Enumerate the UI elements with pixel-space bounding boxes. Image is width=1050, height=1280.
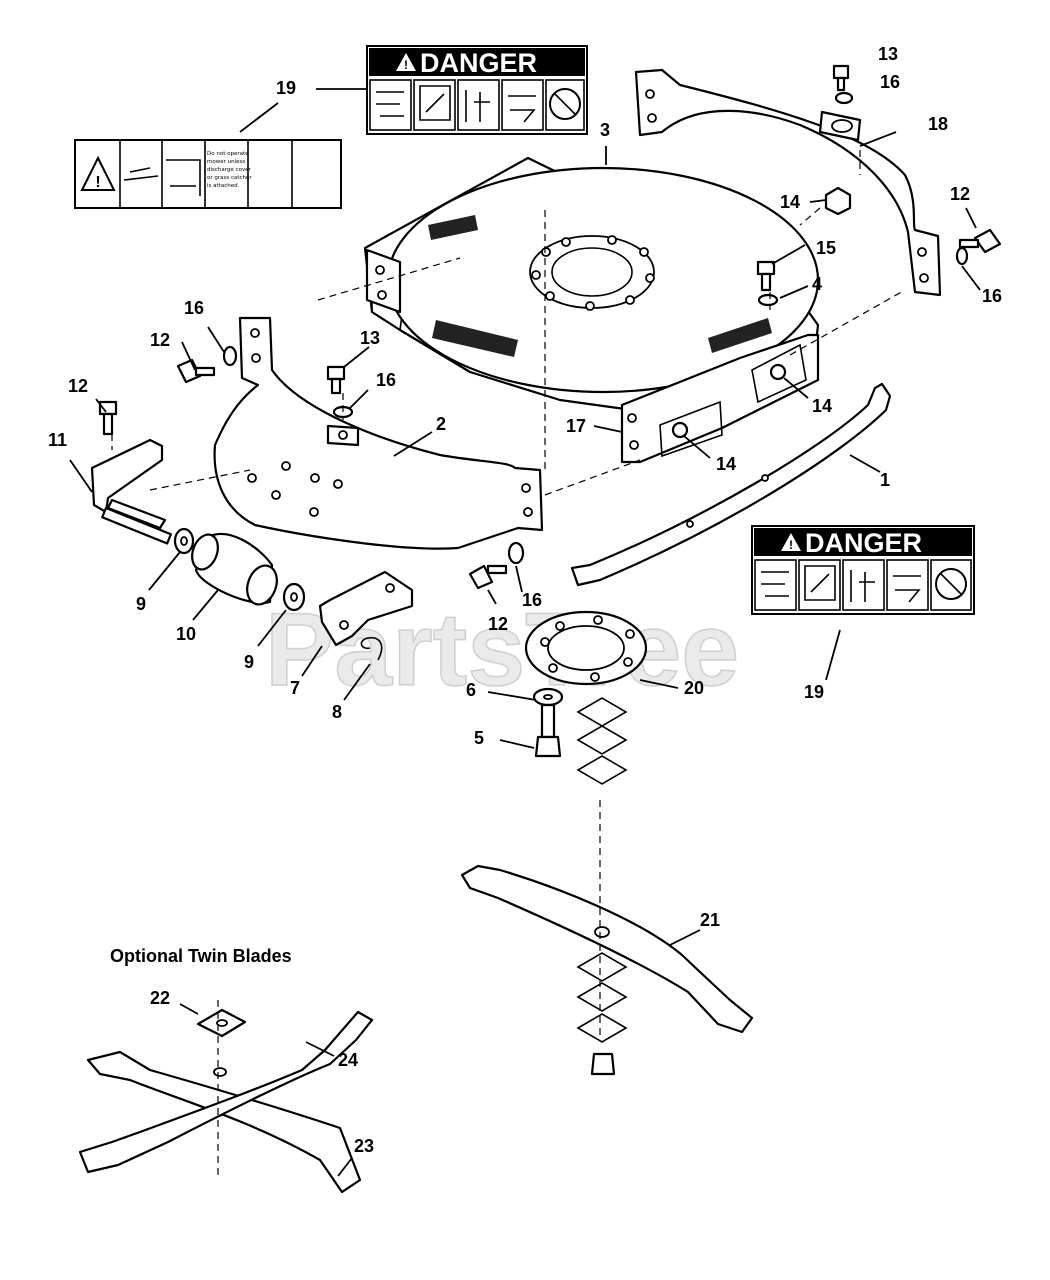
callout-14-c: 14 (716, 454, 736, 474)
roller-bracket-part-7 (318, 570, 414, 647)
callout-12-b: 12 (150, 330, 170, 350)
callout-16-e: 16 (522, 590, 542, 610)
callout-12-a: 12 (68, 376, 88, 396)
danger-decal-right: ! DANGER (751, 525, 975, 615)
callout-10: 10 (176, 624, 196, 644)
callout-16-a: 16 (880, 72, 900, 92)
callout-9-a: 9 (136, 594, 146, 614)
callout-24: 24 (338, 1050, 358, 1070)
deck-housing-part-3 (363, 156, 820, 464)
decal-line-5: is attached. (207, 183, 240, 189)
callout-6: 6 (466, 680, 476, 700)
callout-3: 3 (600, 120, 610, 140)
callout-16-d: 16 (376, 370, 396, 390)
callout-12-c: 12 (488, 614, 508, 634)
callout-14-a: 14 (780, 192, 800, 212)
callout-8: 8 (332, 702, 342, 722)
center-plate-part-22 (196, 1008, 247, 1038)
svg-text:!: ! (95, 174, 100, 191)
decal-line-1: Do not operate (207, 151, 249, 157)
callout-12-d: 12 (950, 184, 970, 204)
callout-9-b: 9 (244, 652, 254, 672)
callout-21: 21 (700, 910, 720, 930)
callout-13-a: 13 (360, 328, 380, 348)
alignment-lines (111, 150, 906, 1180)
washer-part-9-b (282, 582, 306, 612)
callout-2: 2 (436, 414, 446, 434)
callout-23: 23 (354, 1136, 374, 1156)
callout-5: 5 (474, 728, 484, 748)
callout-16-c: 16 (184, 298, 204, 318)
danger-decal-top: ! DANGER (366, 45, 588, 135)
callout-20: 20 (684, 678, 704, 698)
lift-bar-part-1 (570, 382, 892, 587)
callout-13-b: 13 (878, 44, 898, 64)
callout-11: 11 (48, 430, 67, 450)
callout-22: 22 (150, 988, 170, 1008)
roller-part-10 (191, 532, 278, 606)
axle-bracket-part-11 (90, 438, 173, 545)
callout-19-b: 19 (804, 682, 824, 702)
leader-lines (69, 88, 981, 1177)
twin-blades-caption: Optional Twin Blades (110, 946, 292, 966)
callout-7: 7 (290, 678, 300, 698)
svg-text:!: ! (789, 538, 793, 552)
decal-line-3: discharge cover (207, 167, 252, 173)
spacer-stack (576, 697, 628, 785)
warning-decal-small: ! Do not operate mower unless discharge … (74, 139, 342, 209)
callout-16-b: 16 (982, 286, 1002, 306)
blade-part-21 (460, 864, 754, 1034)
danger-title-2: DANGER (805, 528, 922, 558)
blade-adapter-part-20 (524, 610, 648, 686)
callout-14-b: 14 (812, 396, 832, 416)
hairpin-part-8 (360, 636, 383, 661)
hardware (98, 64, 1002, 590)
washer-part-9-a (173, 527, 195, 555)
callout-1: 1 (880, 470, 890, 490)
svg-text:!: ! (404, 58, 408, 72)
callout-17: 17 (566, 416, 586, 436)
bolt-part-5 (534, 703, 562, 758)
callouts: 1 2 3 4 5 6 7 8 9 9 10 11 12 12 12 12 13… (48, 44, 1002, 1156)
callout-4: 4 (812, 274, 822, 294)
callout-19-a: 19 (276, 78, 296, 98)
callout-15: 15 (816, 238, 836, 258)
front-baffle-part-2 (213, 316, 544, 550)
decal-line-2: mower unless (207, 159, 245, 165)
rear-baffle-part-18 (634, 68, 942, 297)
callout-18: 18 (928, 114, 948, 134)
blade-nut-stack (576, 952, 628, 1076)
decal-line-4: or grass catcher (207, 175, 252, 181)
twin-blade-part-23 (78, 1010, 374, 1174)
danger-title: DANGER (420, 48, 537, 78)
washer-part-6 (532, 687, 564, 707)
